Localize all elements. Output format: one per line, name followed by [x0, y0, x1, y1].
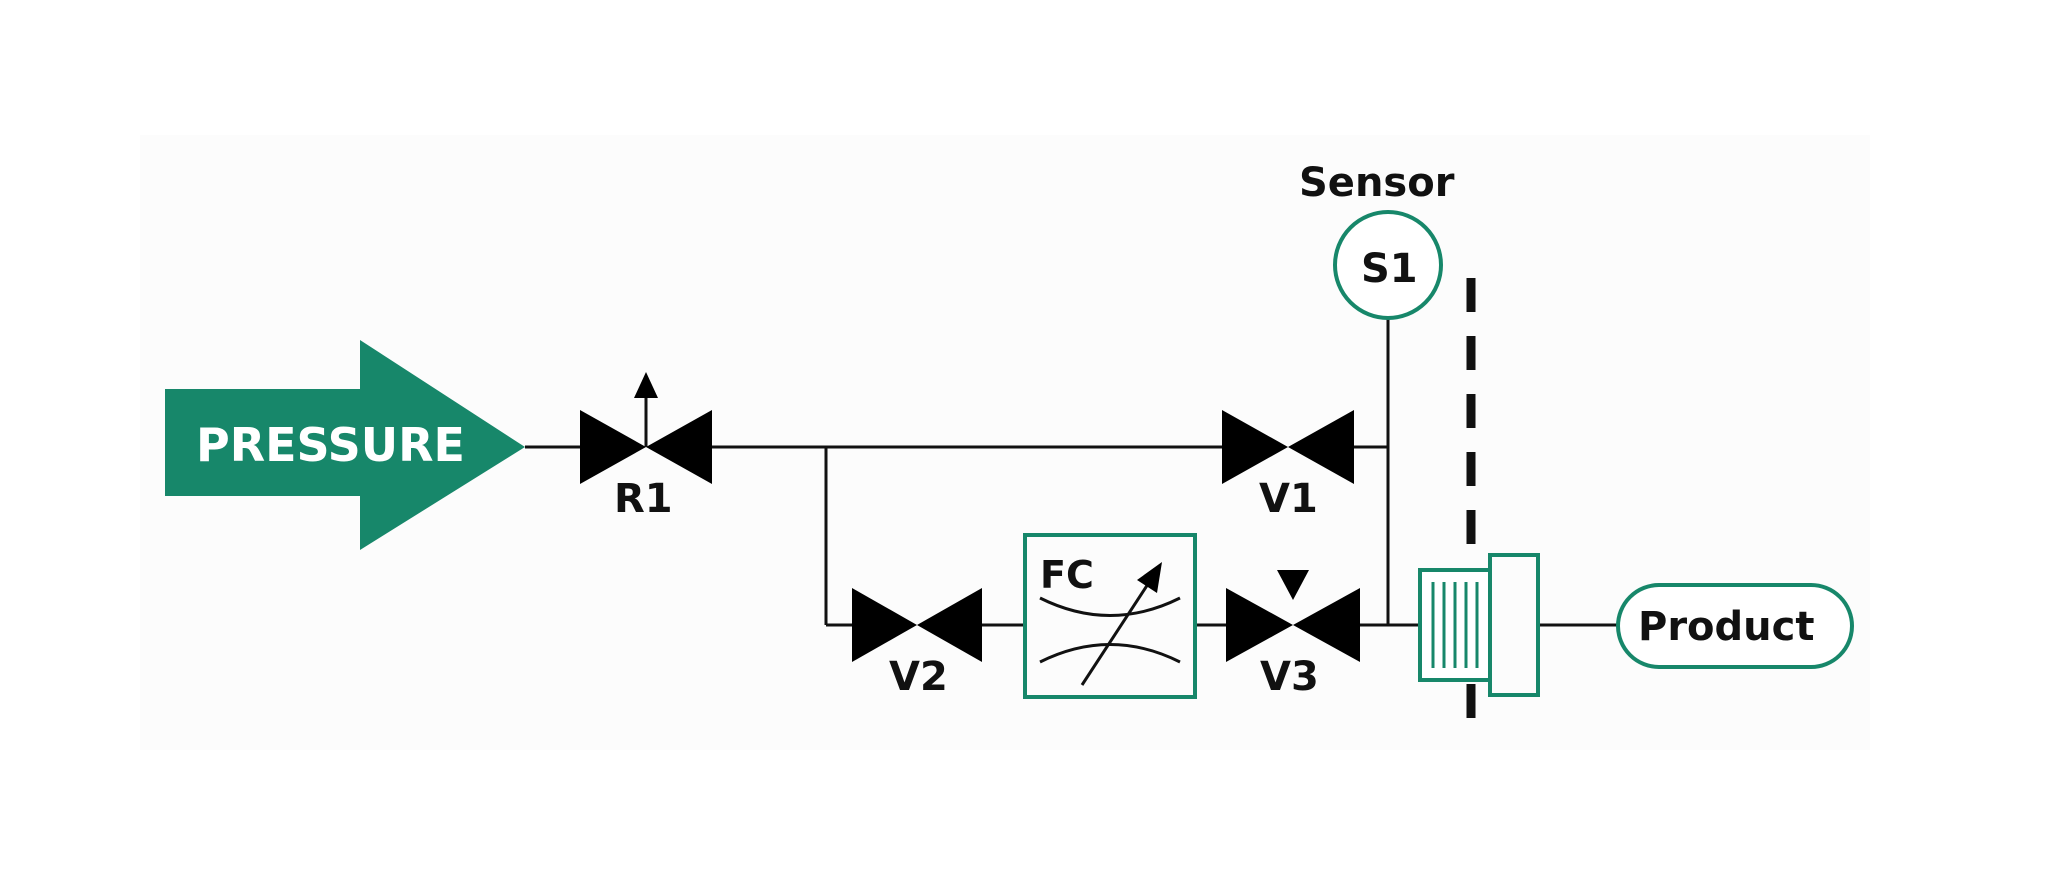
rounded-box-icon [1616, 583, 1854, 669]
product-outlet: Product [1616, 583, 1854, 669]
valve-v2: V2 [852, 588, 982, 700]
v3-label: V3 [1260, 654, 1319, 700]
regulator-r1: R1 [580, 372, 712, 522]
s1-label: S1 [1361, 246, 1418, 292]
valve-v3: V3 [1226, 570, 1360, 700]
pipes [525, 318, 1618, 627]
pressure-regulator-icon [580, 372, 712, 484]
v2-label: V2 [889, 654, 948, 700]
flow-controller-box [1023, 533, 1197, 699]
v1-label: V1 [1259, 476, 1318, 522]
valve-icon [1222, 410, 1354, 484]
variable-restrictor-icon [1039, 562, 1181, 686]
arrow-right-icon [165, 340, 525, 550]
r1-label: R1 [614, 476, 673, 522]
fc-label: FC [1040, 553, 1094, 597]
filter-connector-icon [1418, 553, 1540, 697]
actuated-valve-icon [1226, 570, 1360, 662]
valve-icon [852, 588, 982, 662]
sensor-s1: Sensor S1 [1299, 160, 1455, 320]
filter-connector [1418, 553, 1540, 697]
circle-icon [1333, 210, 1443, 320]
valve-v1: V1 [1222, 410, 1354, 522]
flow-controller: FC [1023, 533, 1197, 699]
sensor-caption: Sensor [1299, 160, 1455, 206]
pressure-label: PRESSURE [196, 418, 465, 472]
pressure-source: PRESSURE [165, 340, 525, 550]
product-label: Product [1638, 604, 1814, 650]
